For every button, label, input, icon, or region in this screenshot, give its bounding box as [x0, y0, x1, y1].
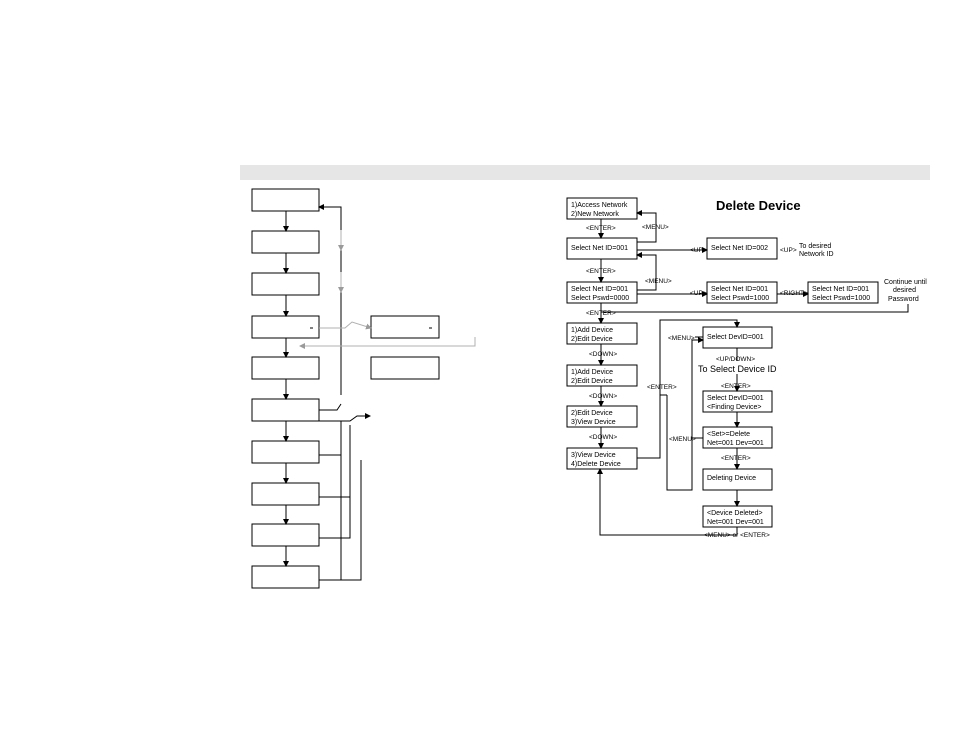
svg-text:<ENTER>: <ENTER> [586, 310, 616, 317]
svg-text:Net=001 Dev=001: Net=001 Dev=001 [707, 519, 764, 526]
svg-text:<MENU>: <MENU> [669, 436, 696, 443]
svg-text:Select Net ID=001: Select Net ID=001 [812, 286, 869, 293]
svg-text:<MENU>: <MENU> [642, 224, 669, 231]
left-side-box-2 [370, 356, 440, 380]
header-bar [240, 165, 930, 180]
svg-text:<RIGHT>: <RIGHT> [780, 290, 808, 297]
left-box-7 [251, 440, 320, 464]
left-box-4 [251, 315, 320, 339]
svg-text:<UP>: <UP> [690, 247, 707, 254]
svg-text:<ENTER>: <ENTER> [721, 455, 751, 462]
svg-text:Deleting Device: Deleting Device [707, 475, 756, 482]
svg-text:Password: Password [888, 296, 919, 303]
svg-text:<ENTER>: <ENTER> [647, 384, 677, 391]
svg-text:<MENU>: <MENU> [645, 278, 672, 285]
left-box-8 [251, 482, 320, 506]
box-access-network: 1)Access Network 2)New Network [566, 197, 638, 220]
box-select-pswd-right: Select Net ID=001 Select Pswd=1000 [807, 281, 879, 304]
svg-text:1)Access Network: 1)Access Network [571, 202, 628, 209]
svg-text:Select Pswd=0000: Select Pswd=0000 [571, 295, 629, 302]
svg-text:Continue until: Continue until [884, 279, 927, 286]
left-box-3 [251, 272, 320, 296]
svg-text:desired: desired [893, 287, 916, 294]
box-finding-device: Select DevID=001 <Finding Device> [702, 390, 773, 413]
svg-text:Select DevID=001: Select DevID=001 [707, 395, 764, 402]
box-add-device-1: 1)Add Device 2)Edit Device [566, 322, 638, 345]
svg-text:4)Delete Device: 4)Delete Device [571, 461, 621, 468]
svg-text:1)Add Device: 1)Add Device [571, 327, 613, 334]
annotations: To desired Network ID Continue until des… [698, 243, 927, 374]
left-box-5 [251, 356, 320, 380]
svg-text:<DOWN>: <DOWN> [589, 434, 617, 441]
svg-text:Select Net ID=001: Select Net ID=001 [571, 245, 628, 252]
svg-text:<UP>: <UP> [780, 247, 797, 254]
box-edit-device: 2)Edit Device 3)View Device [566, 405, 638, 428]
svg-text:Select Net ID=002: Select Net ID=002 [711, 245, 768, 252]
svg-text:<UP>: <UP> [690, 290, 707, 297]
left-flowchart [251, 188, 476, 589]
svg-text:<MENU> or <ENTER>: <MENU> or <ENTER> [704, 532, 770, 539]
left-box-10 [251, 565, 320, 589]
box-select-devid: Select DevID=001 [702, 326, 773, 349]
box-select-net-id: Select Net ID=001 [566, 237, 638, 260]
box-add-device-2: 1)Add Device 2)Edit Device [566, 364, 638, 387]
svg-text:2)New Network: 2)New Network [571, 211, 619, 218]
svg-text:Net=001 Dev=001: Net=001 Dev=001 [707, 440, 764, 447]
svg-text:<Finding Device>: <Finding Device> [707, 404, 761, 411]
left-side-box-1 [370, 315, 440, 339]
svg-text:<ENTER>: <ENTER> [586, 225, 616, 232]
svg-text:2)Edit Device: 2)Edit Device [571, 378, 613, 385]
left-box-2 [251, 230, 320, 254]
box-deleting-device: Deleting Device [702, 468, 773, 491]
svg-text:<DOWN>: <DOWN> [589, 393, 617, 400]
svg-text:Select Net ID=001: Select Net ID=001 [571, 286, 628, 293]
box-set-delete: <Set>=Delete Net=001 Dev=001 [702, 426, 773, 449]
svg-text:<ENTER>: <ENTER> [586, 268, 616, 275]
left-box-1 [251, 188, 320, 212]
svg-text:<Set>=Delete: <Set>=Delete [707, 431, 750, 438]
svg-text:<DOWN>: <DOWN> [589, 351, 617, 358]
svg-text:2)Edit Device: 2)Edit Device [571, 410, 613, 417]
svg-text:2)Edit Device: 2)Edit Device [571, 336, 613, 343]
svg-text:3)View Device: 3)View Device [571, 419, 616, 426]
right-arrows [597, 210, 909, 536]
svg-text:To Select Device ID: To Select Device ID [698, 364, 777, 374]
box-select-pswd: Select Net ID=001 Select Pswd=0000 [566, 281, 638, 304]
svg-text:Select Pswd=1000: Select Pswd=1000 [812, 295, 870, 302]
svg-text:Select Pswd=1000: Select Pswd=1000 [711, 295, 769, 302]
diagram-title: Delete Device [716, 198, 801, 213]
box-device-deleted: <Device Deleted> Net=001 Dev=001 [702, 505, 773, 528]
box-select-pswd-up: Select Net ID=001 Select Pswd=1000 [706, 281, 778, 304]
left-box-6 [251, 398, 320, 422]
box-view-device: 3)View Device 4)Delete Device [566, 447, 638, 470]
svg-text:1)Add Device: 1)Add Device [571, 369, 613, 376]
svg-text:Network ID: Network ID [799, 251, 834, 258]
svg-text:Select Net ID=001: Select Net ID=001 [711, 286, 768, 293]
svg-text:<Device Deleted>: <Device Deleted> [707, 510, 763, 517]
transition-labels: <ENTER> <ENTER> <ENTER> <MENU> <MENU> <U… [586, 224, 808, 539]
svg-text:<MENU>: <MENU> [668, 335, 695, 342]
box-select-net-id-up: Select Net ID=002 [706, 237, 778, 260]
svg-text:<ENTER>: <ENTER> [721, 383, 751, 390]
svg-text:To desired: To desired [799, 243, 831, 250]
left-box-9 [251, 523, 320, 547]
svg-text:<UP/DOWN>: <UP/DOWN> [716, 356, 755, 363]
svg-text:Select DevID=001: Select DevID=001 [707, 334, 764, 341]
svg-text:3)View Device: 3)View Device [571, 452, 616, 459]
